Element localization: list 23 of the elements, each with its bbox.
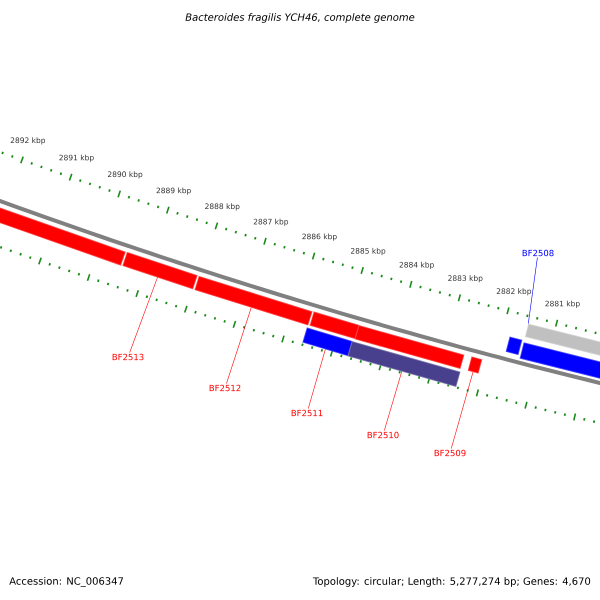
gene-label: BF2513 xyxy=(112,354,144,360)
gene-bar xyxy=(468,356,482,374)
footer-text: Accession: NC_006347 xyxy=(9,577,124,587)
gene-bar xyxy=(122,252,198,290)
gene-bar xyxy=(310,311,360,340)
gene-label: BF2512 xyxy=(210,384,240,392)
leader-line xyxy=(226,307,252,384)
leader-line xyxy=(384,371,402,431)
gene-label: BF2508 xyxy=(522,250,554,256)
leader-line xyxy=(528,257,538,324)
title: Bacteroides fragilis YCH46, complete genome xyxy=(186,13,414,23)
gene-bar xyxy=(520,342,600,380)
gene-bar xyxy=(506,336,522,356)
gene-label: BF2509 xyxy=(434,450,466,456)
gene-bar xyxy=(524,324,600,356)
gene-bar xyxy=(0,206,126,266)
leader-line xyxy=(129,277,158,353)
leader-line xyxy=(308,349,326,409)
gene-bar xyxy=(302,327,353,356)
footer-text: Topology: circular; Length: 5,277,274 bp; Genes: 4,670 xyxy=(312,577,590,587)
leader-line xyxy=(450,372,474,449)
gene-label: BF2511 xyxy=(292,410,322,416)
gene-label: BF2510 xyxy=(368,432,399,438)
